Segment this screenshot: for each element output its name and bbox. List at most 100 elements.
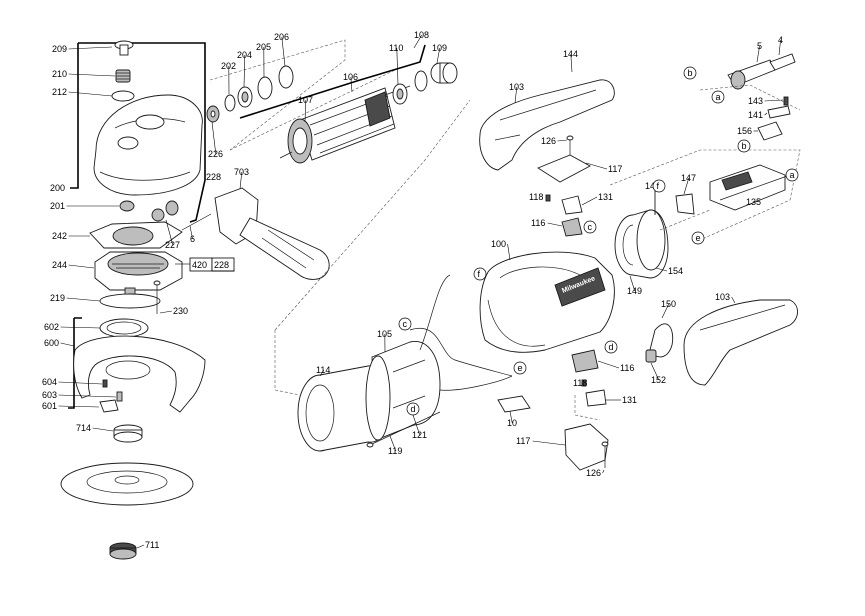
part-label-107: 107 (298, 95, 313, 105)
part-label-131: 131 (598, 192, 613, 202)
part-label-209: 209 (52, 44, 67, 54)
part-label-108: 108 (414, 30, 429, 40)
part-141-plate (768, 106, 790, 118)
part-152-spring (646, 350, 656, 362)
callout-letter-e: e (518, 363, 523, 373)
part-label-6: 6 (190, 234, 195, 244)
part-105-field-stator (366, 341, 440, 440)
callout-letter-d: d (609, 342, 614, 352)
leader-line-230 (160, 311, 172, 313)
part-131-brush-spring-lower (586, 390, 606, 406)
leader-line-131 (582, 197, 597, 205)
part-116-brush-holder-lower (572, 350, 598, 372)
leader-line-209 (69, 47, 112, 49)
part-131-brush-spring-upper (562, 196, 582, 214)
part-label-117: 117 (608, 164, 622, 174)
part-label-604: 604 (42, 377, 57, 387)
part-212-o-ring (112, 91, 134, 101)
part-label-219: 219 (50, 293, 65, 303)
leader-line-103 (732, 297, 735, 303)
part-label-110: 110 (389, 43, 403, 53)
part-10-plate (498, 396, 530, 412)
leader-line-110 (397, 48, 398, 84)
part-label-4: 4 (778, 35, 783, 45)
callout-letter-b: b (742, 141, 747, 151)
leader-line-116 (598, 361, 619, 368)
part-204-bearing (238, 87, 252, 107)
part-103-handle-half-upper (480, 80, 615, 170)
part-label-205: 205 (256, 42, 271, 52)
part-label-230: 230 (173, 306, 188, 316)
leader-line-143 (765, 100, 783, 101)
part-label-210: 210 (52, 69, 67, 79)
part-604-screw (103, 380, 107, 387)
leader-line-219 (67, 298, 100, 301)
leader-line-602 (61, 327, 100, 328)
part-label-600: 600 (44, 338, 59, 348)
part-label-118: 118 (529, 192, 543, 202)
part-601-lever (100, 400, 118, 412)
leader-line-117 (533, 441, 565, 445)
part-label-106: 106 (343, 72, 358, 82)
wire-lead-f (420, 275, 450, 350)
part-label-201: 201 (50, 201, 65, 211)
part-label-141: 141 (748, 110, 763, 120)
part-label-152: 152 (651, 375, 666, 385)
part-label-150: 150 (661, 299, 676, 309)
leader-line-126 (603, 470, 604, 473)
part-110-bearing (393, 84, 407, 104)
part-147-cover (676, 194, 694, 214)
part-219-o-ring (100, 294, 160, 308)
callout-letter-d: d (411, 404, 416, 414)
part-label-200: 200 (50, 183, 65, 193)
part-label-711: 711 (145, 540, 159, 550)
part-label-228: 228 (206, 172, 221, 182)
part-label-121: 121 (412, 430, 427, 440)
part-label-143: 143 (748, 96, 763, 106)
part-label-212: 212 (52, 87, 67, 97)
part-label-10: 10 (507, 418, 517, 428)
part-label-109: 109 (432, 43, 447, 53)
part-108-washer (415, 71, 427, 91)
part-label-131: 131 (622, 395, 637, 405)
part-label-601: 601 (42, 401, 57, 411)
part-label-126: 126 (586, 468, 601, 478)
part-5-cord-protector (728, 60, 775, 89)
part-126-screw-upper (567, 136, 573, 155)
part-714-inner-flange (114, 425, 142, 442)
part-label-114: 114 (316, 365, 330, 375)
part-label-116: 116 (531, 218, 545, 228)
part-200-gear-housing (94, 95, 202, 195)
part-label-156: 156 (737, 126, 752, 136)
part-226-pinion-nut (207, 106, 219, 122)
part-201-bearing (120, 201, 134, 211)
leader-line-711 (137, 545, 144, 548)
leader-line-116 (548, 223, 562, 226)
part-103-handle-half-lower (684, 300, 798, 385)
wire-lead-d (440, 376, 512, 390)
part-label-117: 117 (516, 436, 530, 446)
part-202-washer (225, 95, 235, 111)
part-label-103: 103 (509, 82, 524, 92)
box-label-420: 420 (192, 260, 207, 270)
callout-letter-e: e (696, 233, 701, 243)
part-label-118: 118 (573, 378, 587, 388)
part-100-motor-housing: Milwaukee (480, 252, 614, 352)
part-118-screw-upper (546, 195, 550, 201)
part-label-714: 714 (76, 423, 91, 433)
callout-letter-b: b (688, 68, 693, 78)
part-label-206: 206 (274, 32, 289, 42)
part-603-spring (117, 392, 122, 401)
part-label-135: 135 (746, 197, 761, 207)
part-label-149: 149 (627, 286, 642, 296)
part-label-5: 5 (757, 41, 762, 51)
part-156-clip (758, 122, 782, 140)
part-116-brush-holder-upper (562, 218, 582, 236)
part-label-227: 227 (165, 240, 180, 250)
part-206-retaining-ring (279, 66, 293, 88)
leader-line-212 (69, 92, 112, 96)
part-600-wheel-guard (74, 336, 205, 412)
